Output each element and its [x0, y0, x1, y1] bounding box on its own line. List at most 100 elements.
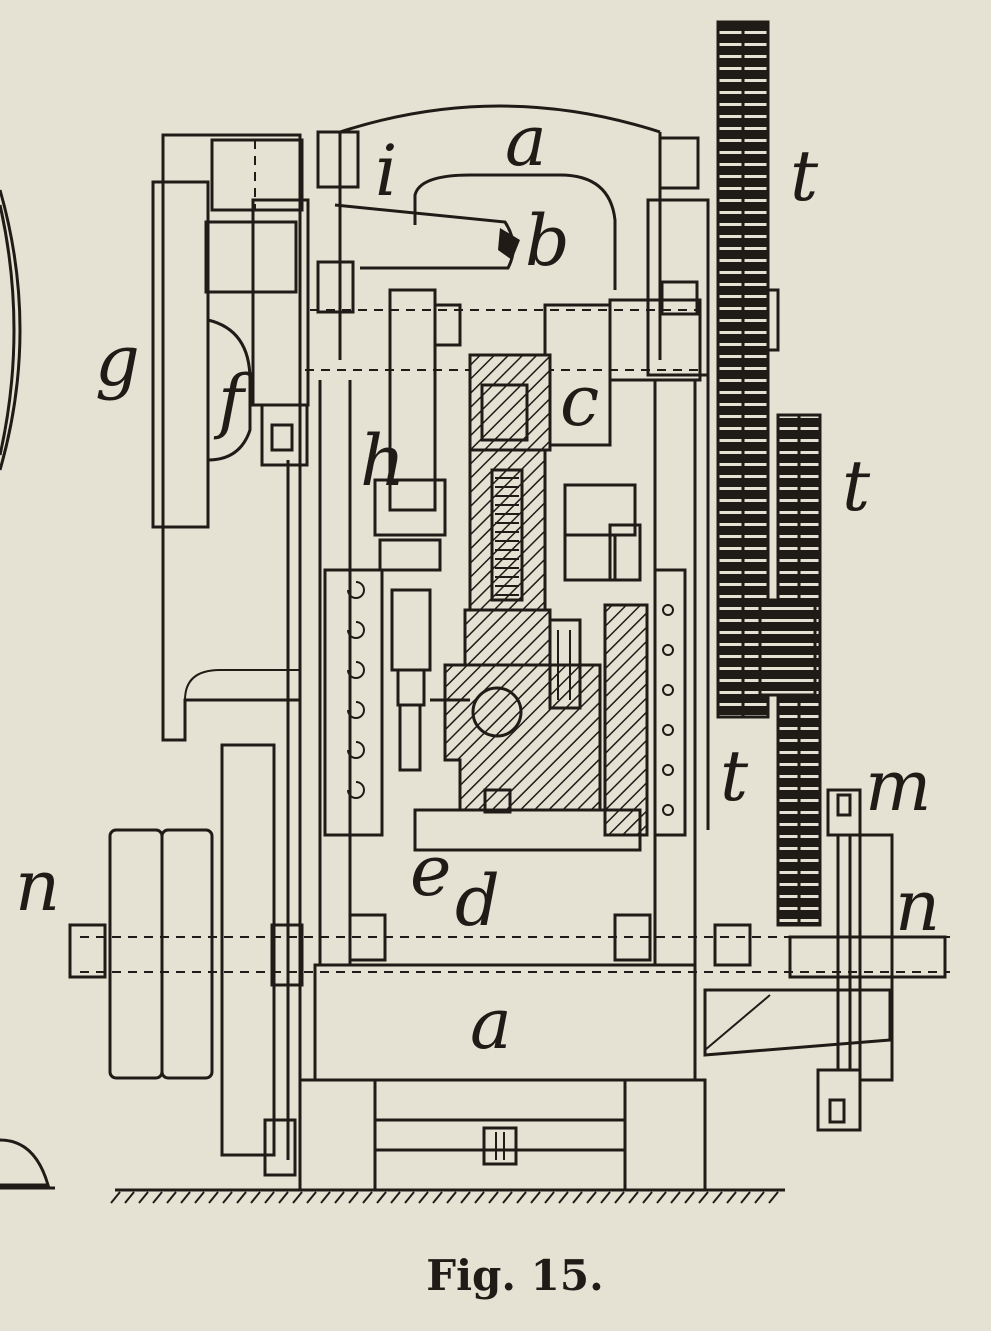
ground-hatch-stroke [656, 1191, 667, 1204]
ground-hatch-stroke [264, 1191, 275, 1204]
ground-hatch-stroke [306, 1191, 317, 1204]
side-frame-right [318, 198, 710, 965]
connecting-rod-h [373, 288, 462, 572]
label-t-top: t [790, 135, 819, 217]
label-h: h [360, 420, 405, 502]
label-n-left: n [15, 845, 60, 927]
bolt-head [662, 644, 674, 656]
ground-hatch-stroke [670, 1191, 681, 1204]
label-n-right: n [895, 865, 940, 947]
ground-hatch-stroke [516, 1191, 527, 1204]
ground-hatch-stroke [376, 1191, 387, 1204]
label-m: m [865, 745, 931, 827]
lower-die [443, 618, 602, 814]
ground-hatch-stroke [628, 1191, 639, 1204]
bolt-head [662, 724, 674, 736]
pinion-t [758, 598, 817, 697]
ground-hatch-stroke [292, 1191, 303, 1204]
base-block [298, 1078, 707, 1192]
ground-hatch-stroke [152, 1191, 163, 1204]
label-i: i [375, 130, 397, 212]
ground-hatch-stroke [320, 1191, 331, 1204]
clamp-screw [347, 581, 365, 599]
ground-hatch-stroke [278, 1191, 289, 1204]
clamp-screw [347, 621, 365, 639]
ground-hatch-stroke [180, 1191, 191, 1204]
ground-hatch-stroke [166, 1191, 177, 1204]
ground-hatch-stroke [502, 1191, 513, 1204]
label-t-mid: t [842, 445, 871, 527]
ground-hatch-stroke [474, 1191, 485, 1204]
partial-circle-left [0, 189, 22, 471]
ground-hatch-stroke [432, 1191, 443, 1204]
ground-hatch-stroke [124, 1191, 135, 1204]
ground-hatch-stroke [600, 1191, 611, 1204]
ground-hatch-stroke [194, 1191, 205, 1204]
clamp-screw [347, 661, 365, 679]
clamp-screw [347, 781, 365, 799]
ground-hatch-stroke [642, 1191, 653, 1204]
label-a-top: a [505, 100, 547, 182]
label-e: e [410, 830, 451, 912]
label-t-low: t [720, 735, 749, 817]
pulley-pair-left [108, 828, 214, 1080]
tool-holder-box [323, 568, 687, 852]
ground-hatch-stroke [544, 1191, 555, 1204]
central-slide [463, 353, 552, 667]
ground-hatch-stroke [222, 1191, 233, 1204]
ground-hatch-stroke [586, 1191, 597, 1204]
ground-hatch-stroke [740, 1191, 751, 1204]
bolt-head [662, 764, 674, 776]
ground-hatch-stroke [236, 1191, 247, 1204]
connecting-rod-c [543, 303, 642, 582]
roller-column-left [204, 138, 310, 467]
ground-hatch-stroke [418, 1191, 429, 1204]
label-a-bottom: a [470, 983, 512, 1065]
ground-hatch-stroke [530, 1191, 541, 1204]
ground-hatch-stroke [446, 1191, 457, 1204]
gear-large-t [716, 20, 780, 719]
ground-hatch-stroke [110, 1191, 121, 1204]
ground-hatch-stroke [334, 1191, 345, 1204]
ground-hatch-stroke [712, 1191, 723, 1204]
ground-hatch-stroke [362, 1191, 373, 1204]
label-d: d [455, 860, 500, 942]
upper-frame-arch [316, 104, 700, 360]
ground-hatch-stroke [138, 1191, 149, 1204]
clamp-screw [347, 701, 365, 719]
ground-hatch-stroke [726, 1191, 737, 1204]
bolt-head [662, 604, 674, 616]
ground-hatch-stroke [488, 1191, 499, 1204]
shaft-bearings [348, 913, 752, 967]
side-frame-left [151, 133, 302, 1160]
shifting-lever-m [816, 788, 894, 1132]
bolt-head [662, 804, 674, 816]
ground-hatch-stroke [698, 1191, 709, 1204]
frame-lower-body [313, 963, 892, 1082]
ground-hatch-stroke [208, 1191, 219, 1204]
spring-unit [390, 588, 470, 772]
flywheel-disc [220, 743, 304, 1177]
clamp-screw [347, 741, 365, 759]
figure-caption: Fig. 15. [426, 1251, 603, 1300]
ground-hatch-stroke [250, 1191, 261, 1204]
ground-hatch-stroke [558, 1191, 569, 1204]
ground-hatch-stroke [754, 1191, 765, 1204]
ground-hatch-stroke [684, 1191, 695, 1204]
ground-hatch-stroke [390, 1191, 401, 1204]
label-g: g [95, 320, 140, 402]
ground-hatch-stroke [460, 1191, 471, 1204]
label-c: c [560, 360, 599, 442]
label-b: b [525, 200, 570, 282]
ground-hatch-stroke [404, 1191, 415, 1204]
ground-hatch-stroke [348, 1191, 359, 1204]
main-shaft [68, 923, 950, 979]
partial-arc-bottom-left [0, 1138, 50, 1187]
ground-hatch-stroke [572, 1191, 583, 1204]
lever-arm-b [334, 173, 617, 290]
ground-hatch-stroke [614, 1191, 625, 1204]
ground-hatch-stroke [768, 1191, 779, 1204]
bolt-head [662, 684, 674, 696]
